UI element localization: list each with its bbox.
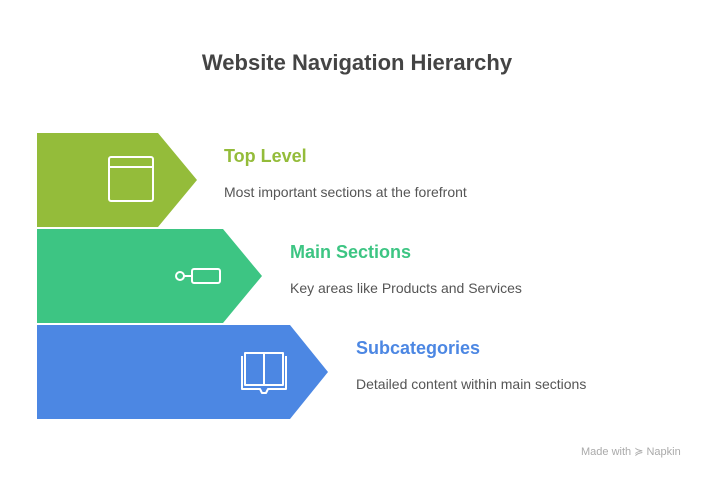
napkin-watermark: Made with ≽ Napkin <box>581 445 681 458</box>
desc-main-sections: Key areas like Products and Services <box>290 280 522 296</box>
made-with-text: Made with <box>581 446 632 458</box>
arrow-main-sections <box>37 229 262 323</box>
napkin-brand: Napkin <box>646 446 681 458</box>
diagram-title: Website Navigation Hierarchy <box>201 50 513 75</box>
napkin-logo-icon: ≽ <box>634 446 644 458</box>
desc-subcategories: Detailed content within main sections <box>356 376 587 392</box>
arrow-top-level <box>37 133 197 227</box>
arrow-subcategories <box>37 325 328 419</box>
key-tag-icon <box>175 268 221 284</box>
label-main-sections: Main Sections <box>290 242 412 262</box>
desc-top-level: Most important sections at the forefront <box>224 184 467 200</box>
browser-window-icon <box>108 156 154 202</box>
label-subcategories: Subcategories <box>356 338 481 358</box>
open-book-icon <box>241 352 287 394</box>
label-top-level: Top Level <box>224 146 307 166</box>
